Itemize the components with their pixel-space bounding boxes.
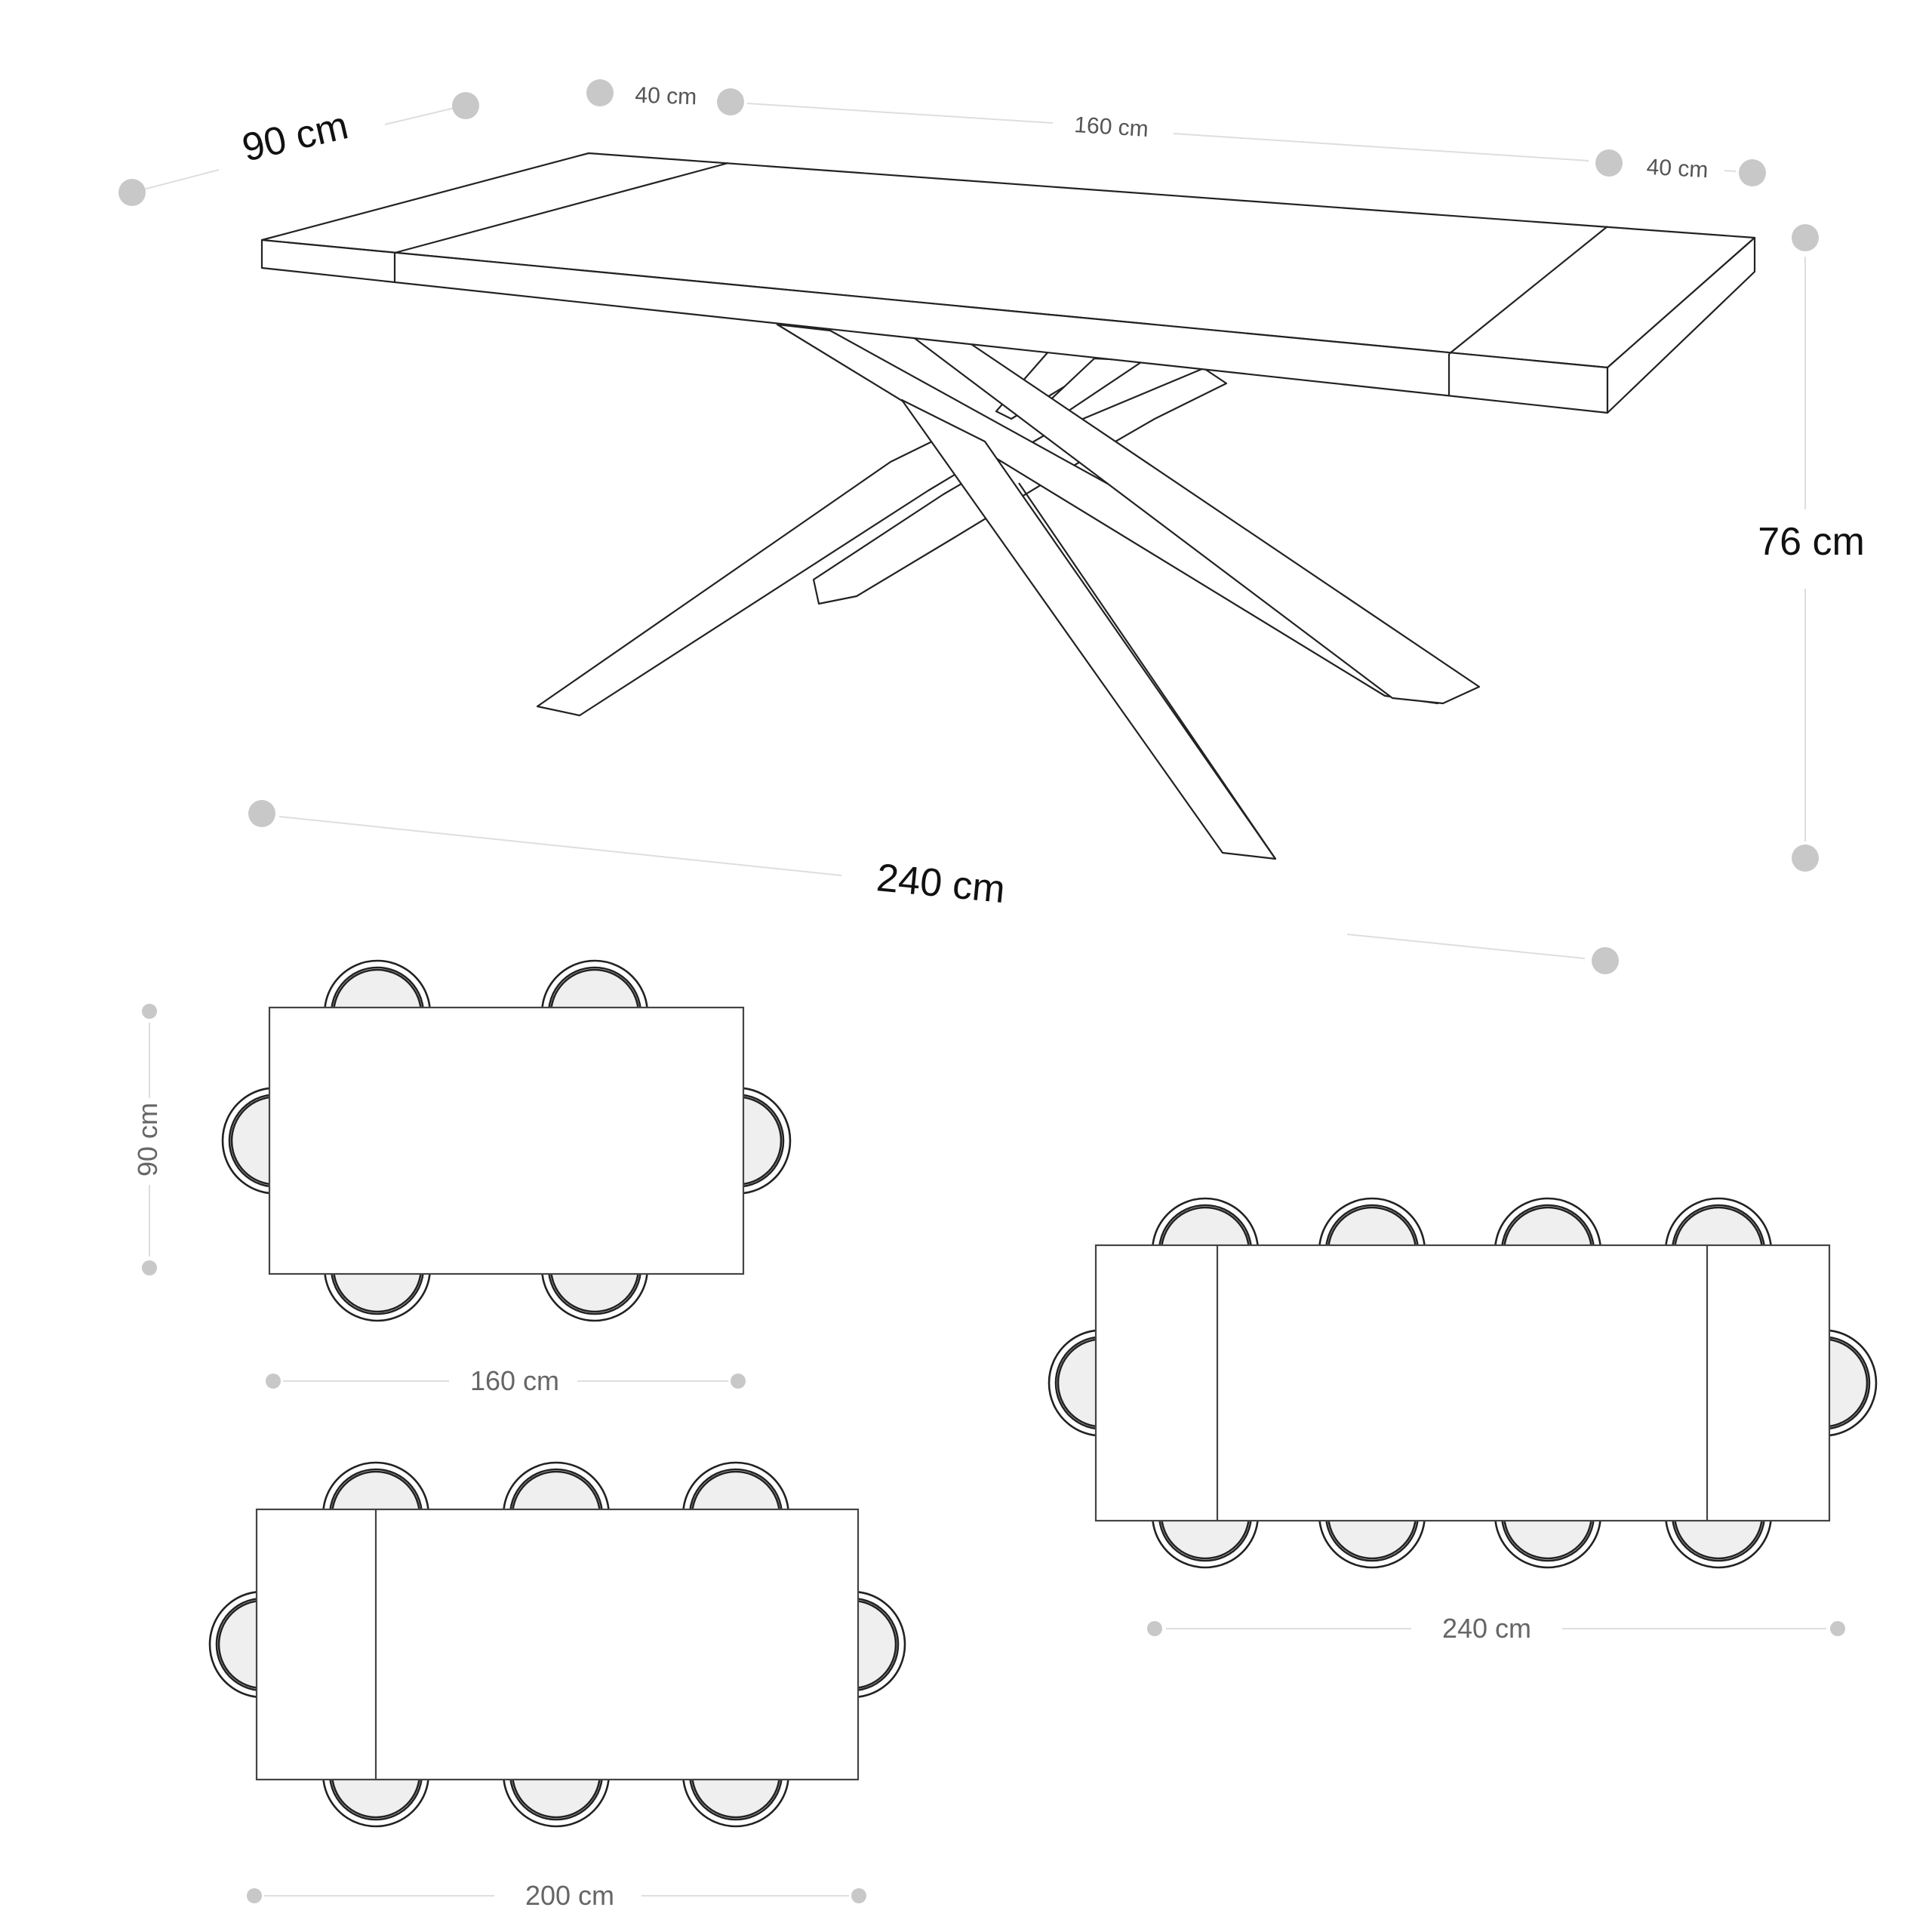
dimension-dot: [1792, 844, 1819, 872]
height-dimension: 76 cm: [1758, 224, 1865, 872]
dimension-dot: [247, 1888, 262, 1903]
plan-views: 90 cm 160 cm 200 cm 240 cm: [132, 959, 1878, 1911]
small-length-label: 160 cm: [470, 1365, 559, 1396]
large-length-label: 240 cm: [1442, 1613, 1531, 1644]
medium-plan-dimensions: 200 cm: [247, 1880, 866, 1911]
table-plan-200: [208, 1461, 906, 1828]
table-plan-160: [221, 959, 792, 1322]
extension-left-label: 40 cm: [635, 83, 697, 110]
dimension-dot: [1592, 947, 1619, 974]
small-plan-dimensions: 90 cm 160 cm: [132, 1004, 746, 1396]
dimension-dot: [586, 79, 614, 106]
extension-right-label: 40 cm: [1646, 155, 1709, 183]
dimension-dot: [266, 1374, 281, 1389]
tabletop-plan: [1094, 1244, 1831, 1522]
dimension-dot: [1792, 224, 1819, 251]
leg-front-left: [536, 423, 1005, 717]
depth-label: 90 cm: [238, 103, 352, 170]
total-length-label: 240 cm: [875, 856, 1007, 912]
tabletop-plan: [255, 1508, 860, 1781]
table-legs: [536, 323, 1481, 860]
dimension-dot: [717, 88, 744, 115]
depth-dimension: 90 cm: [118, 92, 479, 206]
top-length-dimension: 40 cm 160 cm 40 cm: [586, 79, 1766, 186]
table-top: [260, 152, 1756, 414]
large-plan-dimensions: 240 cm: [1147, 1613, 1845, 1644]
dimension-dot: [851, 1888, 866, 1903]
dimension-dot: [248, 800, 275, 827]
perspective-view: 90 cm 40 cm 160 cm 40 cm 76 cm: [118, 79, 1865, 974]
medium-length-label: 200 cm: [525, 1880, 614, 1911]
total-length-dimension: 240 cm: [248, 800, 1619, 974]
dimension-dot: [731, 1374, 746, 1389]
extension-seam-left: [394, 162, 729, 254]
small-width-label: 90 cm: [132, 1103, 163, 1177]
dimension-dot: [118, 179, 146, 206]
dimension-dot: [142, 1004, 157, 1019]
dimension-dot: [1739, 159, 1766, 186]
tabletop-plan: [268, 1006, 745, 1275]
table-side-edge: [1606, 236, 1756, 414]
extension-seam-right: [1448, 226, 1608, 355]
dimension-dot: [1147, 1621, 1162, 1636]
dimension-dot: [1830, 1621, 1845, 1636]
dimension-dot: [452, 92, 479, 119]
center-length-label: 160 cm: [1073, 112, 1149, 142]
dimension-dot: [1595, 149, 1623, 177]
table-plan-240: [1048, 1197, 1878, 1569]
dimension-dot: [142, 1260, 157, 1275]
height-label: 76 cm: [1758, 520, 1865, 564]
